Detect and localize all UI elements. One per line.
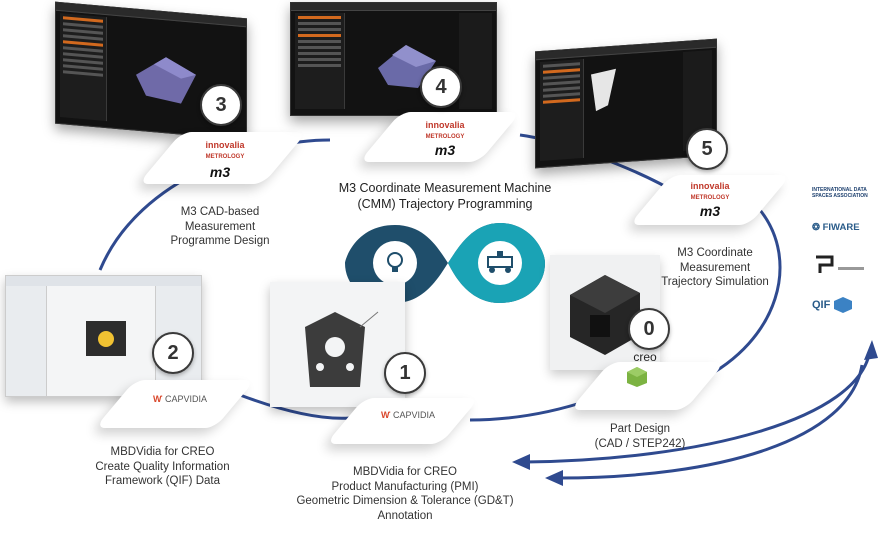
- feedback-arrow-2: [557, 364, 864, 480]
- step3-badge: 3: [200, 84, 242, 126]
- step0-caption: Part Design (CAD / STEP242): [594, 423, 686, 450]
- step2-badge: 2: [152, 332, 194, 374]
- idsa-logo: INTERNATIONAL DATA SPACES ASSOCIATION: [812, 187, 868, 199]
- step1-screenshot: [270, 282, 405, 407]
- step5-caption: M3 Coordinate Measurement Trajectory Sim…: [661, 247, 769, 288]
- part-model-2: [86, 321, 126, 356]
- capvidia-logo-1: Ⱳ CAPVIDIA: [381, 410, 435, 420]
- arc-5-to-0: [699, 209, 782, 382]
- qif-logo: QIF: [812, 296, 874, 314]
- part-model-0: [570, 275, 640, 355]
- m3-logo-5: m3: [699, 203, 721, 219]
- step3-screenshot: [55, 1, 247, 141]
- capvidia-logo-2: Ⱳ CAPVIDIA: [153, 394, 207, 404]
- cmm-machine-icon: [487, 251, 513, 273]
- fiware-logo: ❂ FIWARE: [812, 222, 860, 233]
- arc-0-to-1: [469, 398, 591, 422]
- center-title: M3 Coordinate Measurement Machine (CMM) …: [338, 181, 552, 211]
- step5-badge: 5: [686, 128, 728, 170]
- step1-badge: 1: [384, 352, 426, 394]
- step5-screenshot: [535, 38, 717, 169]
- step4-screenshot: [290, 2, 497, 116]
- fiware-icon: ❂: [812, 222, 820, 233]
- step2-caption: MBDVidia for CREO Create Quality Informa…: [95, 446, 230, 487]
- step0-badge: 0: [628, 308, 670, 350]
- creo-logo: creo: [633, 350, 657, 364]
- m3-logo-3: m3: [209, 164, 231, 180]
- step3-caption: M3 CAD-based Measurement Programme Desig…: [170, 206, 270, 247]
- cube-icon: [627, 367, 647, 387]
- m3-logo-4: m3: [434, 142, 456, 158]
- feedback-arrowhead-2: [545, 470, 563, 486]
- lightbulb-icon: [387, 252, 403, 272]
- qif-hex-icon: [834, 297, 853, 313]
- partner-logo-3: [816, 255, 864, 273]
- feedback-arrowtail: [864, 340, 878, 360]
- part-model-5: [591, 68, 616, 112]
- step4-badge: 4: [420, 66, 462, 108]
- machine-hub: [478, 241, 522, 285]
- lightbulb-hub: [373, 241, 417, 285]
- feedback-arrowhead-1: [512, 454, 530, 470]
- step1-caption: MBDVidia for CREO Product Manufacturing …: [296, 466, 514, 522]
- arc-1-to-2: [239, 393, 351, 420]
- step0-render: [550, 255, 660, 370]
- part-model-1: [305, 311, 379, 387]
- part-model-3: [136, 57, 196, 104]
